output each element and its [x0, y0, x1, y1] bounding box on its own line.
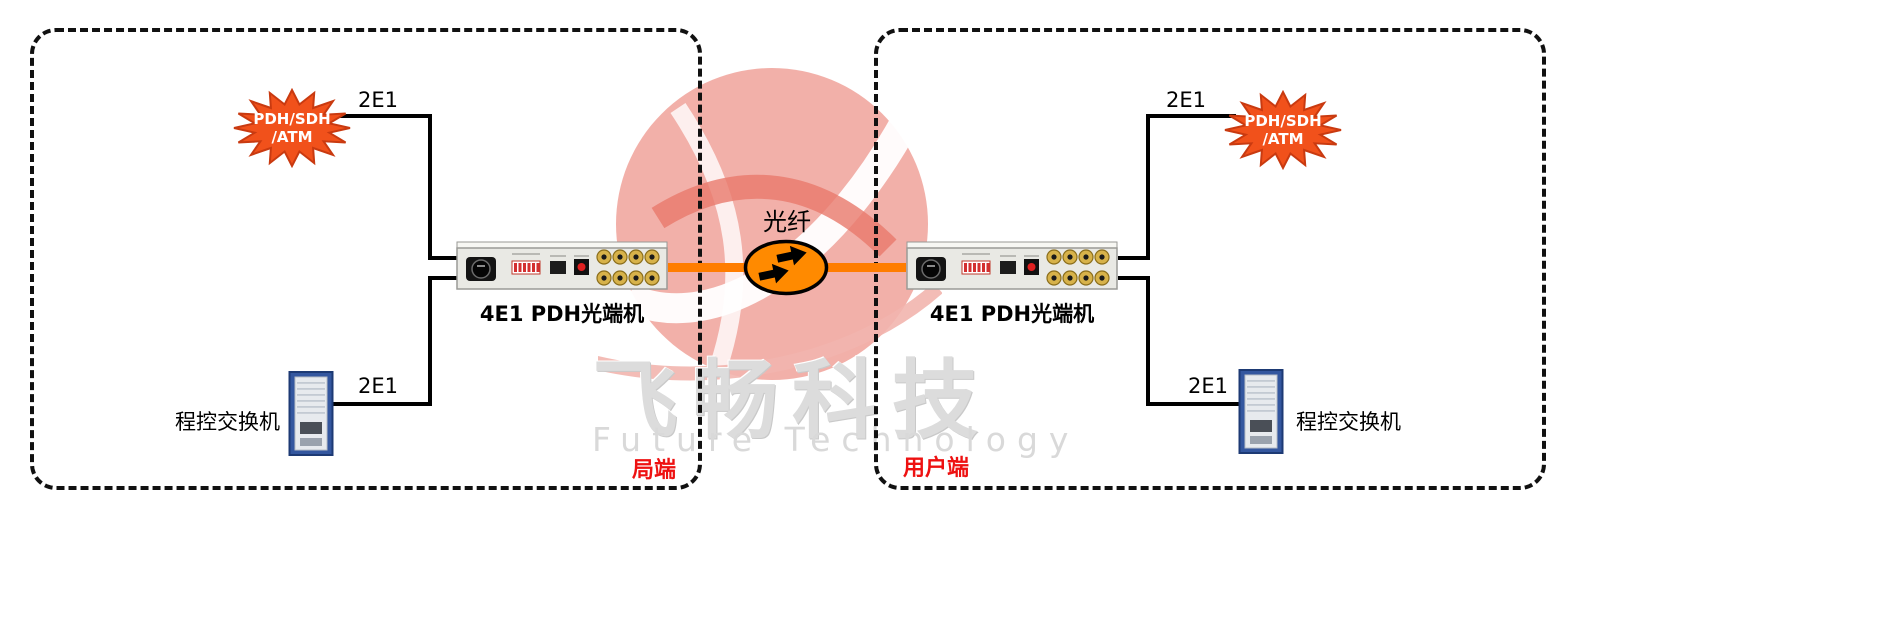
office-bottom-link-line [332, 402, 432, 406]
fiber-node-icon [743, 239, 829, 296]
user-zone-box [874, 28, 1546, 490]
user-switch-label: 程控交换机 [1296, 410, 1401, 434]
office-zone-box [30, 28, 702, 490]
user-device-label: 4E1 PDH光端机 [929, 302, 1095, 326]
user-zone-name-label: 用户端 [902, 456, 969, 481]
switch-cabinet-graphic [288, 370, 334, 458]
office-top-link-line [332, 114, 432, 118]
brand-slogan-watermark: Future Technology [592, 420, 1080, 459]
office-top-link-line [428, 114, 432, 260]
pdh-sdh-atm-starburst-icon: PDH/SDH /ATM [230, 87, 354, 169]
office-top-link-line [428, 256, 460, 260]
starburst-line2: /ATM [1262, 130, 1304, 148]
user-bottom-link-line [1146, 276, 1150, 406]
office-bottom-link-line [428, 276, 460, 280]
pdh-device-graphic [456, 240, 668, 292]
office-device-label: 4E1 PDH光端机 [479, 302, 645, 326]
user-top-link-line [1146, 114, 1236, 118]
office-bottom-link-line [428, 276, 432, 406]
starburst-text: PDH/SDH /ATM [1221, 90, 1345, 170]
switch-cabinet-graphic [1238, 368, 1284, 456]
office-switch-label: 程控交换机 [175, 410, 280, 434]
user-bottom-e1-label: 2E1 [1188, 374, 1228, 398]
user-top-e1-label: 2E1 [1166, 88, 1206, 112]
office-top-e1-label: 2E1 [358, 88, 398, 112]
brand-name-watermark: 飞畅科技 [592, 351, 992, 451]
pdh-device-graphic [906, 240, 1118, 292]
pdh-sdh-atm-starburst-icon: PDH/SDH /ATM [1221, 89, 1345, 171]
user-bottom-link-line [1118, 276, 1150, 280]
office-bottom-e1-label: 2E1 [358, 374, 398, 398]
user-top-link-line [1146, 114, 1150, 260]
office-zone-name-label: 局端 [631, 458, 676, 483]
starburst-text: PDH/SDH /ATM [230, 88, 354, 168]
user-bottom-link-line [1146, 402, 1240, 406]
starburst-line2: /ATM [271, 128, 313, 146]
starburst-line1: PDH/SDH [253, 110, 331, 128]
user-top-link-line [1118, 256, 1150, 260]
starburst-line1: PDH/SDH [1244, 112, 1322, 130]
fiber-label: 光纤 [763, 208, 811, 236]
